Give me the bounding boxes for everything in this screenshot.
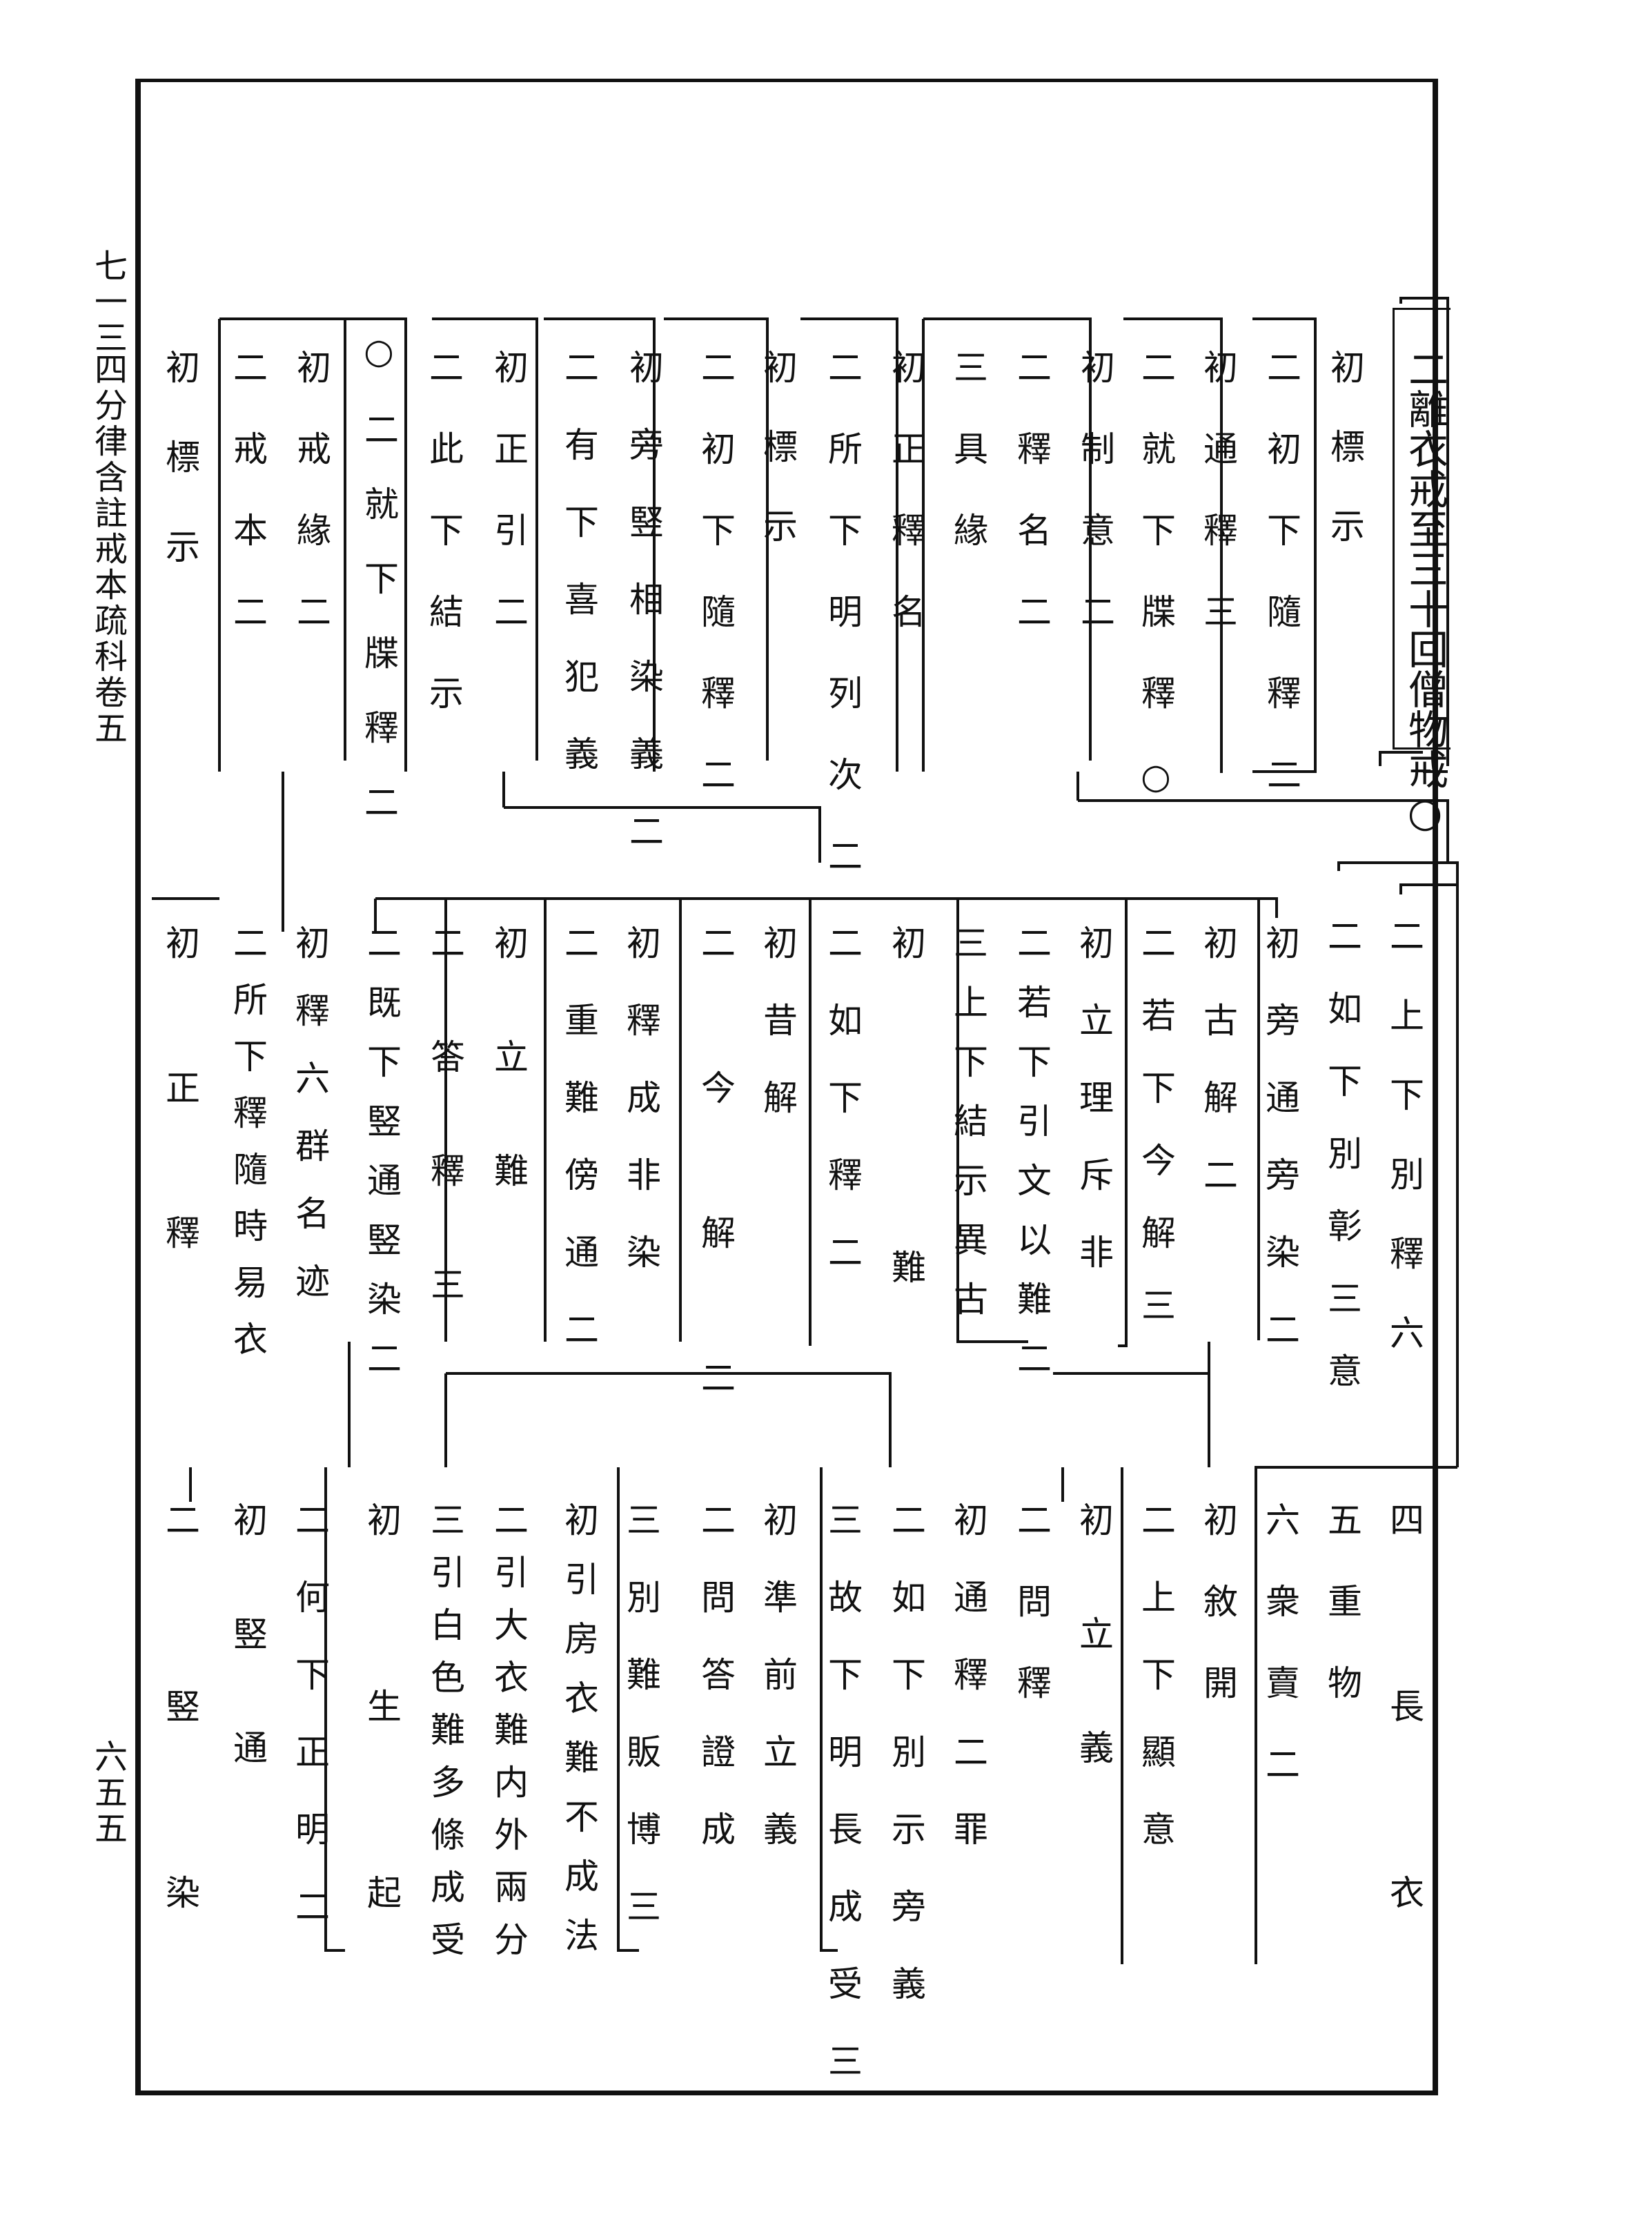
outline-item: 初引房衣難不成法 (559, 1502, 599, 1977)
outline-item: 二如下別示旁義 (886, 1502, 926, 2043)
volume-number: 七一三 (88, 248, 127, 356)
outline-item: 二引大衣難内外兩分 (489, 1502, 529, 1974)
outline-item: 五重物 (1322, 1502, 1362, 1746)
outline-item: 初釋六群名迹 (290, 925, 330, 1331)
outline-item: 二何下正明二 (290, 1502, 330, 1966)
outline-item: 二若下引文以難二 (1012, 925, 1052, 1400)
outline-item: 六衆賣二 (1260, 1502, 1300, 1828)
outline-item: 初戒緣二 (291, 349, 331, 675)
outline-item: 二重難傍通二 (559, 925, 599, 1389)
outline-item: 二戒本二 (228, 349, 268, 675)
outline-item: 二所下明列次二 (823, 349, 863, 919)
outline-item: 初旁竪相染義二 (624, 349, 664, 890)
outline-item: 初標示 (1325, 349, 1365, 587)
outline-item: 初通釋二罪 (948, 1502, 988, 1888)
page-frame (135, 79, 1438, 2095)
outline-item: 初立難 (489, 925, 529, 1266)
outline-item: ○二就下牒釋二 (359, 331, 399, 859)
outline-item: 初立義 (1074, 1502, 1114, 1843)
outline-item: 初生起 (362, 1502, 402, 2061)
outline-item: 三具緣 (948, 349, 988, 594)
outline-item: 初正引二 (489, 349, 529, 675)
outline-item: 三上下結示異古 (948, 925, 988, 1340)
outline-item: 二如下釋二 (823, 925, 863, 1311)
outline-item: 初通釋三 (1198, 349, 1238, 675)
outline-item: 初敘開 (1198, 1502, 1238, 1746)
outline-item: 二所下釋隨時易衣 (228, 925, 268, 1378)
outline-item: 二問答證成 (696, 1502, 736, 1888)
outline-item: 二答釋三 (425, 925, 465, 1380)
outline-item: 二問釋 (1012, 1502, 1052, 1746)
outline-item: 初昔解 (758, 925, 798, 1157)
outline-item: 初釋成非染 (621, 925, 661, 1311)
outline-item: 初立理斥非 (1074, 925, 1114, 1311)
outline-item: 三引白色難多條成受 (425, 1502, 465, 1974)
outline-item: 初難 (886, 925, 926, 1574)
outline-item: 三別難販博三 (621, 1502, 661, 1966)
outline-item: 初旁通旁染二 (1260, 925, 1300, 1389)
outline-item: 二釋名二 (1012, 349, 1052, 675)
book-title: 四分律含註戒本疏科卷五 (88, 352, 127, 747)
outline-item: 初正釋名 (886, 349, 926, 675)
outline-item: 二就下牒釋○ (1136, 349, 1176, 843)
outline-item: 二初下隨釋二 (1261, 349, 1301, 838)
outline-item: 四長衣 (1384, 1502, 1424, 2061)
outline-item: 二若下今解三 (1136, 925, 1176, 1360)
outline-item: 初正釋 (160, 925, 200, 1360)
outline-item: 三故下明長成受三 (823, 1502, 863, 2120)
outline-item: 初標示 (758, 349, 798, 587)
outline-item: 二竪染 (160, 1502, 200, 2061)
outline-item: 二有下喜犯義 (559, 349, 599, 813)
outline-item: 初古解二 (1198, 925, 1238, 1234)
heading-box: 二離衣戒至三十回僧物戒○ (1393, 308, 1451, 836)
outline-item: 二既下竪通竪染二 (362, 925, 402, 1400)
outline-item: 二上下別釋六 (1384, 918, 1424, 1394)
page-number: 六五五 (88, 1739, 127, 1847)
outline-item: 二今解二 (696, 925, 736, 1505)
outline-item: 二上下顯意 (1136, 1502, 1176, 1888)
outline-item: 二此下結示 (424, 349, 464, 756)
outline-item: 初準前立義 (758, 1502, 798, 1888)
outline-item: 初竪通 (228, 1502, 268, 1843)
outline-item: 初制意二 (1075, 349, 1115, 675)
outline-item: 二初下隨釋二 (696, 349, 736, 838)
outline-item: 二如下別彰三意 (1322, 918, 1362, 1425)
outline-item: 初標示 (160, 349, 200, 618)
